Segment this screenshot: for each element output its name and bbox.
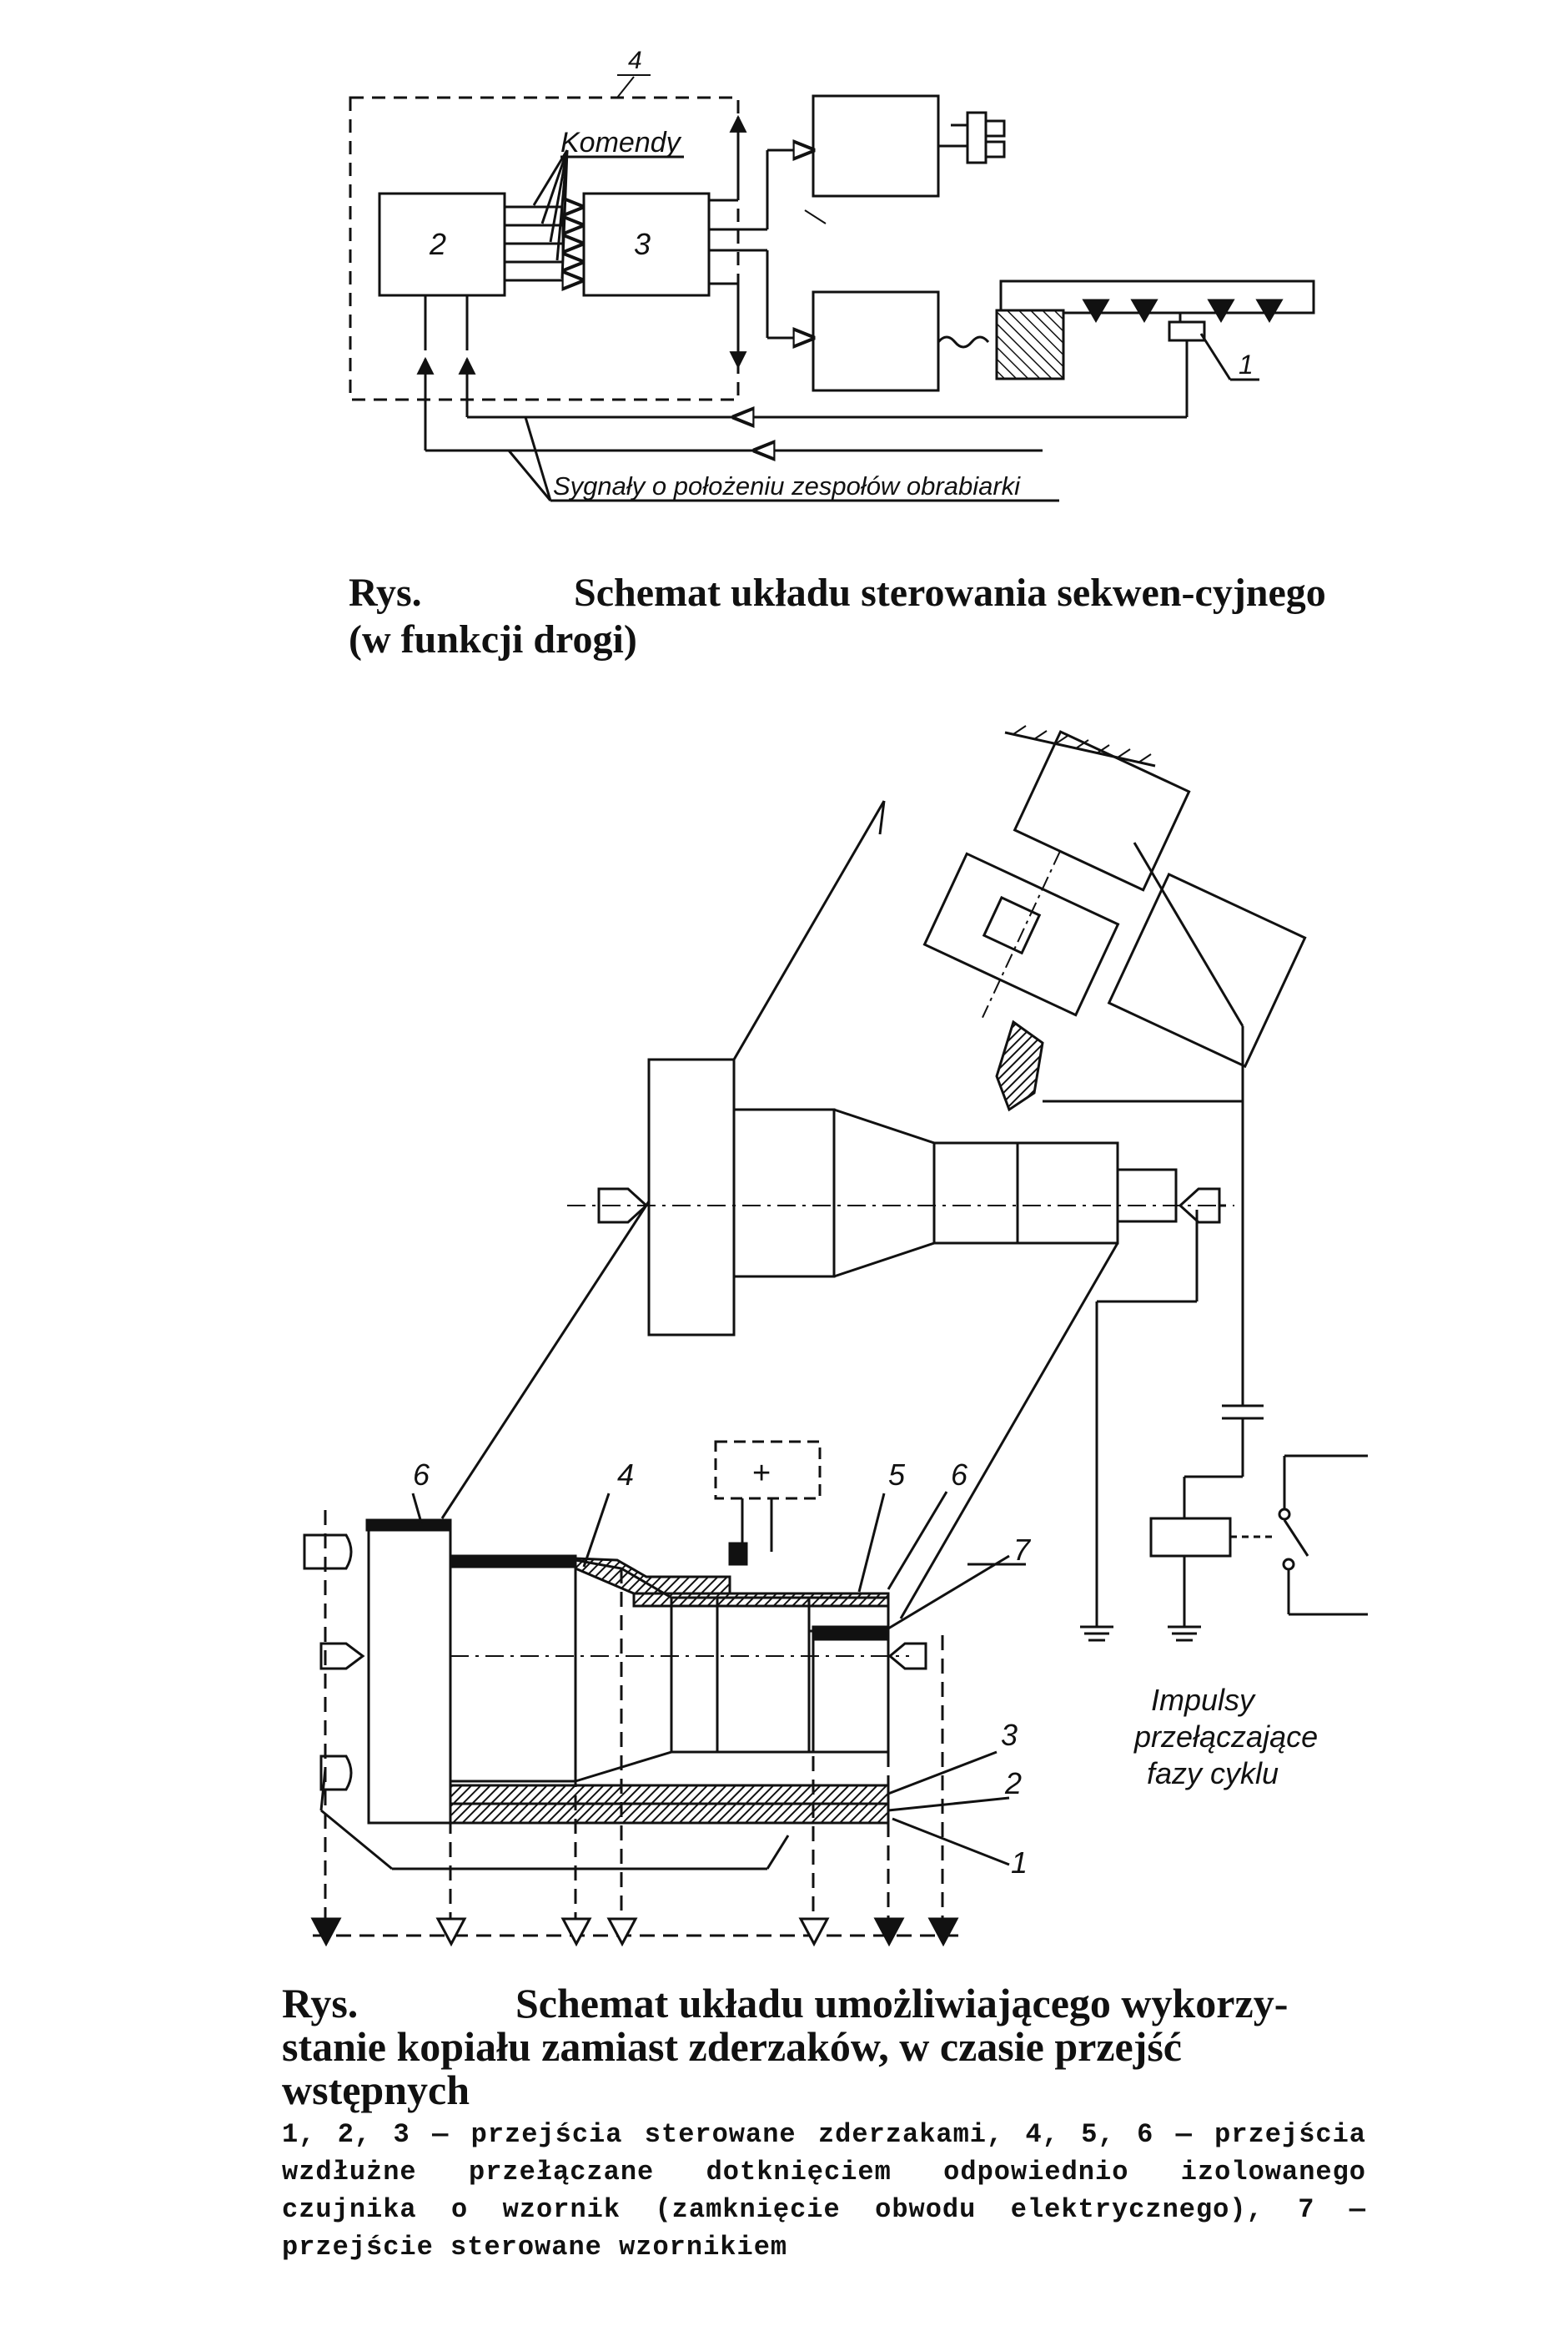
template-strip-7 [812, 1625, 890, 1639]
template-right-center-icon [887, 1642, 927, 1670]
figure-2-legend: 1, 2, 3 — przejścia sterowane zderzakami… [282, 2119, 1366, 2263]
template-clamp-bottom [319, 1755, 353, 1791]
label-block-3: 3 [634, 227, 651, 261]
template-strip-4 [574, 1557, 731, 1595]
caption-1-rys: Rys. [349, 571, 422, 615]
right-center-icon [1178, 1187, 1221, 1224]
caption-1-text: Schemat układu sterowania sekwen-cyjnego… [349, 571, 1326, 662]
caption-figure-2: Rys.Schemat układu umożliwiającego wykor… [282, 1981, 1366, 2112]
caption-2-text: Schemat układu umożliwiającego wykorzy-s… [282, 1980, 1289, 2113]
impulsy-line-3: fazy cyklu [1147, 1756, 1279, 1790]
feeler-box [714, 1440, 822, 1500]
impulsy-line-1: Impulsy [1151, 1683, 1256, 1717]
label-2: 2 [1004, 1766, 1022, 1800]
label-3: 3 [1001, 1718, 1018, 1752]
template-flange [367, 1521, 452, 1825]
stop-triangle-4 [1255, 299, 1284, 323]
valve-icon [966, 111, 988, 164]
relay-contact-icon [1278, 1508, 1291, 1521]
label-6-right: 6 [951, 1457, 968, 1492]
label-1: 1 [1011, 1845, 1028, 1880]
label-block-2: 2 [429, 227, 446, 261]
left-center-icon [597, 1187, 649, 1224]
template-clamp-top [303, 1533, 353, 1570]
template-left-center-icon [319, 1642, 365, 1670]
tool-carriage-side [1107, 873, 1307, 1069]
template-strip-6 [449, 1554, 577, 1568]
stop-triangle-3 [1207, 299, 1235, 323]
label-5: 5 [888, 1457, 906, 1492]
caption-2-rys: Rys. [282, 1980, 359, 2026]
label-6-left: 6 [413, 1457, 430, 1492]
stop-triangle-1 [1082, 299, 1110, 323]
workpiece-flange [647, 1058, 736, 1337]
relay-coil [1149, 1517, 1232, 1558]
label-komendy: Komendy [560, 127, 682, 159]
impulsy-line-2: przełączające [1133, 1719, 1318, 1754]
hatched-motor-block [995, 309, 1065, 380]
template-strip-5 [632, 1592, 890, 1608]
cutting-tool-icon [995, 1019, 1044, 1112]
label-sygnaly: Sygnały o położeniu zespołów obrabiarki [553, 471, 1021, 501]
label-4: 4 [628, 47, 642, 74]
feeler-plus: + [752, 1456, 771, 1491]
figure-copying-template-diagram: 6 4 + 5 6 7 3 2 1 Impulsy przełączające … [303, 725, 1368, 1947]
caption-figure-1: Rys.Schemat układu sterowania sekwen-cyj… [349, 570, 1333, 663]
label-1: 1 [1239, 350, 1254, 380]
label-7: 7 [1013, 1533, 1032, 1567]
label-4: 4 [617, 1457, 634, 1492]
figure-sequential-control-diagram: 4 Komendy 2 3 1 Sygnały o położeniu zesp… [349, 47, 1315, 502]
stop-triangle-2 [1130, 299, 1158, 323]
tool-carriage-upper [1013, 730, 1191, 892]
